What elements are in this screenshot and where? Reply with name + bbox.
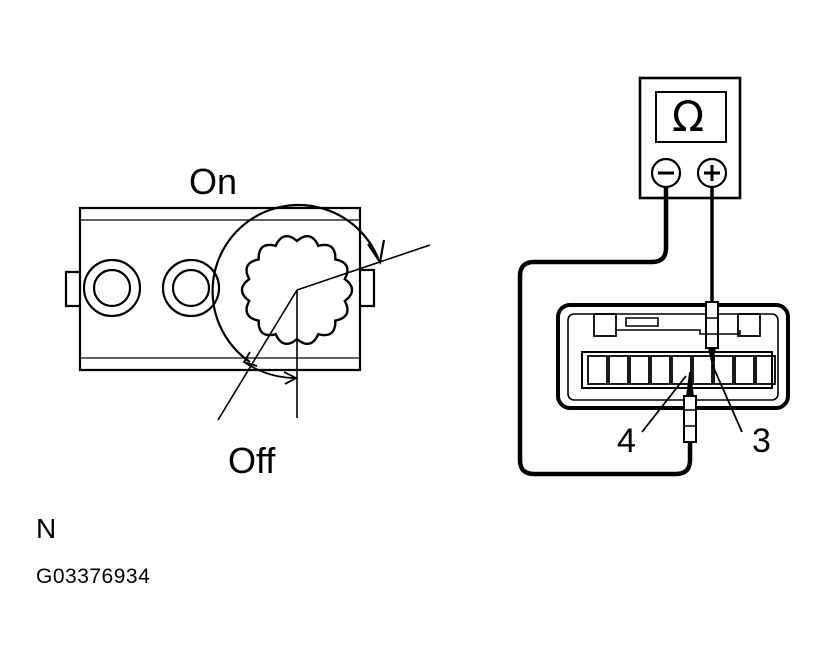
connector-pin [650, 355, 671, 385]
ohm-symbol: Ω [672, 92, 705, 141]
plus-icon [696, 157, 728, 189]
probe-negative-tip [686, 371, 694, 397]
pointer-on [296, 244, 431, 291]
minus-icon [650, 157, 682, 189]
terminal-3-label: 3 [752, 422, 771, 460]
negative-lead [517, 187, 693, 477]
probe-negative-body [683, 395, 697, 443]
connector-pin-row [581, 351, 773, 389]
leader-4 [641, 375, 687, 433]
connector-pin [608, 355, 629, 385]
switch-button-1 [82, 258, 142, 318]
figure-code: G03376934 [36, 565, 151, 588]
off-arrowhead-right [283, 371, 298, 385]
probe-positive-body [705, 301, 719, 349]
switch-knob [240, 235, 354, 345]
ohmmeter-display [655, 91, 727, 143]
ohmmeter [638, 76, 742, 200]
off-travel-arc [243, 361, 297, 379]
switch-housing [78, 206, 362, 372]
label-on: On [189, 161, 238, 202]
connector-pin [671, 355, 692, 385]
probe-positive-tip [708, 347, 716, 363]
off-arrowhead-left [242, 351, 258, 367]
connector-pin [734, 355, 755, 385]
pointer-off-angled [217, 289, 298, 421]
probes [683, 301, 719, 443]
terminal-4-label: 4 [617, 422, 636, 460]
rotation-arc [211, 203, 380, 363]
connector-pin [755, 355, 776, 385]
rotary-switch [64, 203, 431, 421]
ohmmeter-body [638, 76, 742, 200]
test-leads [517, 187, 714, 477]
switch-tab-left [64, 270, 80, 308]
connector-pin [629, 355, 650, 385]
switch-button-2 [161, 258, 221, 318]
connector-pin [587, 355, 608, 385]
switch-tab-right [360, 268, 376, 308]
label-off: Off [228, 440, 276, 481]
connector-inner [567, 313, 779, 401]
connector-pin [692, 355, 713, 385]
terminal-leaders [641, 363, 743, 433]
connector-outer [556, 303, 790, 410]
leader-3 [711, 363, 743, 433]
caption-letter: N [36, 513, 57, 544]
connector-pin [713, 355, 734, 385]
connector [556, 303, 790, 410]
connector-pins [587, 355, 776, 385]
